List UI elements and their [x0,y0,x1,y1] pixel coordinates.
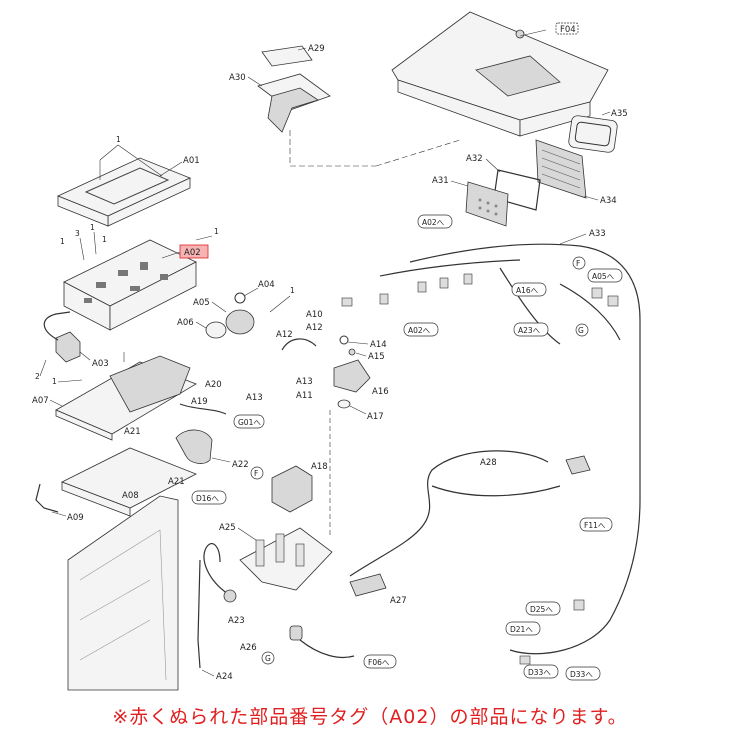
part-A34 [535,139,587,199]
part-label-A13b: A13 [246,393,263,403]
connector-D25: D25へ [530,605,553,614]
screw-label: 1 [102,235,107,244]
screw-label: 1 [52,377,57,386]
screw-label: 3 [75,229,80,238]
part-label-A06: A06 [177,318,194,328]
part-A16 [333,359,371,393]
part-label-A24: A24 [216,672,233,682]
part-A22 [175,429,213,464]
connector-D16: D16へ [196,494,219,503]
part-A25 [239,527,333,591]
screw-label: 1 [60,237,65,246]
part-A18 [271,465,313,513]
part-label-A31: A31 [432,176,449,186]
ground-F2: F [576,259,580,268]
part-label-A28: A28 [480,458,497,468]
part-label-A20: A20 [205,380,222,390]
part-label-A09: A09 [67,513,84,523]
connector-G01: G01へ [238,418,261,427]
part-label-A22: A22 [232,460,249,470]
connector-F06: F06へ [368,658,390,667]
part-label-A21b: A21 [168,477,185,487]
ground-G: G [265,654,271,663]
part-A32 [493,169,541,211]
connector-D33-right: D33へ [570,670,593,679]
part-A05 [225,309,255,335]
screw-label: 1 [116,135,121,144]
part-A35 [568,115,618,153]
part-label-A30: A30 [229,73,246,83]
ground-G2: G [578,326,584,335]
part-A23 [223,589,237,603]
connector-D21: D21へ [510,625,533,634]
connector-F11: F11へ [584,521,606,530]
part-label-A29: A29 [308,44,325,54]
plug [565,455,591,475]
part-A03 [55,331,81,363]
connector-A02: A02へ [422,218,445,227]
part-label-A01: A01 [183,156,200,166]
part-label-A12b: A12 [276,330,293,340]
part-label-A02: A02 [184,248,201,258]
highlighted-tag-A02 [179,244,209,259]
part-label-A21: A21 [124,427,141,437]
screw-label: 1 [90,223,95,232]
part-label-A35: A35 [611,109,628,119]
part-label-A13: A13 [296,377,313,387]
exploded-parts-diagram: F04 A29 A30 A35 A34 A32 A31 A01 1 [32,11,641,691]
part-label-A34: A34 [600,196,617,206]
ground-F: F [254,469,258,478]
screw-label: 2 [35,372,40,381]
part-label-A15: A15 [368,352,385,362]
part-label-A27: A27 [390,596,407,606]
part-label-A32: A32 [466,154,483,164]
part-label-A04: A04 [258,280,275,290]
part-label-A08: A08 [122,491,139,501]
part-label-A07: A07 [32,396,49,406]
part-label-A05: A05 [193,298,210,308]
part-label-A23: A23 [228,616,245,626]
part-A27 [349,573,387,597]
connector-A16: A16へ [516,286,539,295]
part-label-A26: A26 [240,643,257,653]
part-label-A03: A03 [92,359,109,369]
part-A06 [205,321,227,339]
footnote: ※赤くぬられた部品番号タグ（A02）の部品になります。 [112,706,628,728]
part-A17 [337,399,351,409]
part-label-A11: A11 [296,391,313,401]
part-label-A12: A12 [306,323,323,333]
part-label-A10: A10 [306,310,323,320]
screw-label: 1 [214,227,219,236]
part-label-A19: A19 [191,397,208,407]
screw-label: 1 [290,286,295,295]
connector-A23: A23へ [518,326,541,335]
top-lid [391,11,609,137]
part-label-A14: A14 [370,340,387,350]
part-A26 [289,625,303,641]
connector-D33-left: D33へ [528,668,551,677]
connector-A05: A05へ [592,272,615,281]
part-label-A17: A17 [367,412,384,422]
part-label-A16: A16 [372,387,389,397]
part-A29 [261,45,313,67]
part-label-A25: A25 [219,523,236,533]
part-label-F04: F04 [560,25,576,35]
part-label-A33: A33 [589,229,606,239]
rear-panel [67,495,179,691]
connector-A02b: A02へ [408,326,431,335]
part-label-A18: A18 [311,462,328,472]
